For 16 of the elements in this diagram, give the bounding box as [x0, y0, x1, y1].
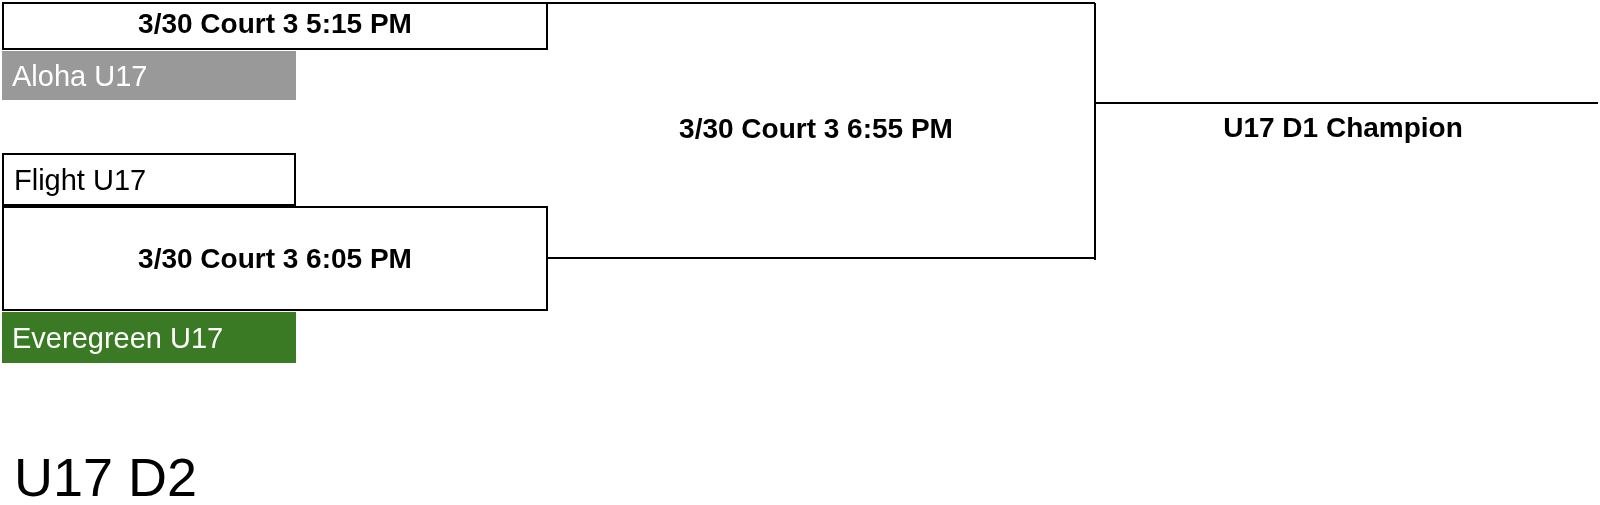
team-bar [2, 51, 296, 100]
team-name: Flight U17 [14, 163, 147, 196]
team-name: Everegreen U17 [12, 321, 224, 354]
bracket-line [1095, 102, 1181, 104]
champion-label: U17 D1 Champion [1223, 112, 1463, 144]
match-time: 3/30 Court 3 6:05 PM [138, 242, 412, 275]
team-name: Aloha U17 [12, 59, 148, 92]
bracket-heading: U17 D2 [14, 446, 198, 505]
match-time: 3/30 Court 3 6:55 PM [679, 113, 953, 145]
bracket-line [547, 257, 1096, 259]
match-time: 3/30 Court 3 5:15 PM [138, 8, 412, 40]
match-box [2, 2, 548, 50]
bracket-line [547, 2, 1096, 4]
team-bar [2, 153, 296, 206]
match-box [2, 206, 548, 311]
team-bar [2, 312, 296, 363]
